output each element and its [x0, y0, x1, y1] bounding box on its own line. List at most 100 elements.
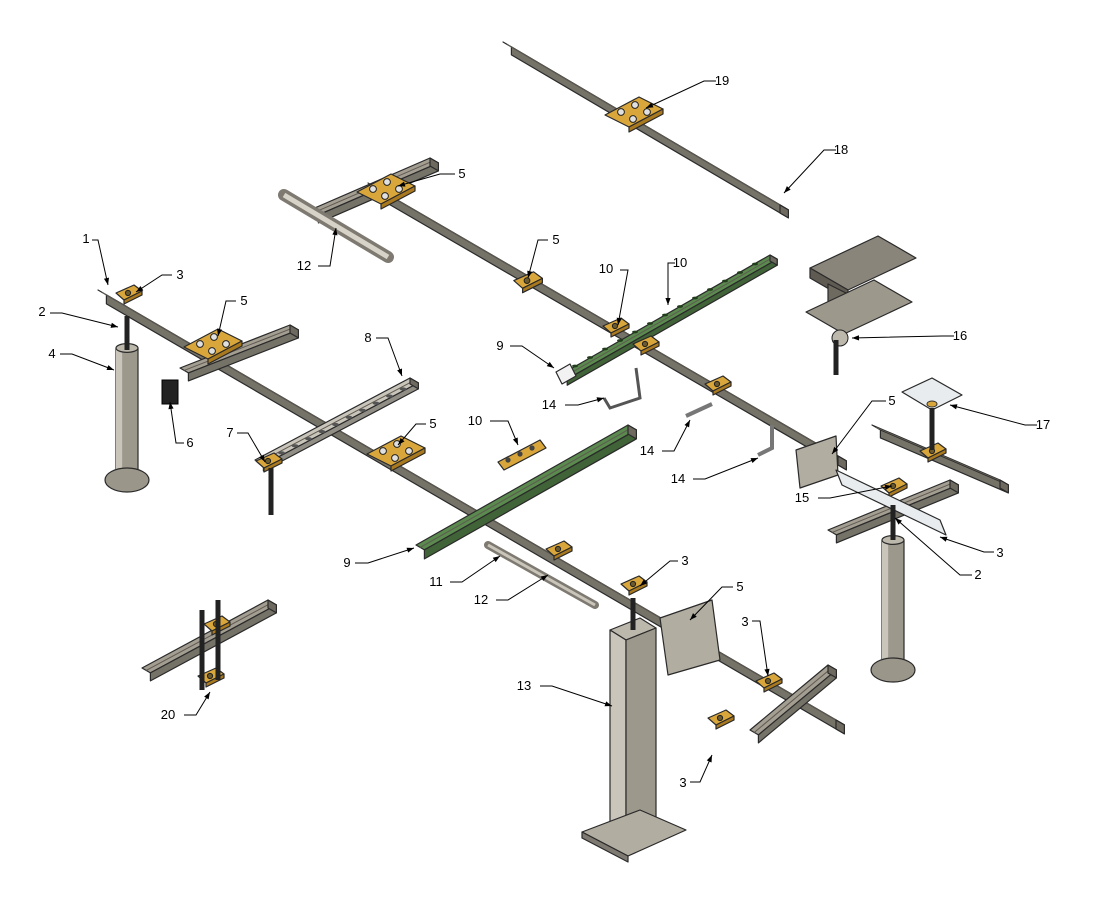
part-20-rod-b	[215, 600, 221, 680]
callout-label: 7	[226, 425, 233, 440]
callout-16: 16	[851, 328, 967, 343]
callout-label: 6	[186, 435, 193, 450]
callout-2: 2	[894, 517, 982, 582]
leader-arrowhead	[832, 446, 839, 454]
leader-line	[50, 312, 119, 328]
leader-arrowhead	[646, 102, 654, 108]
part-13-rod	[630, 598, 636, 630]
leader-arrowhead	[110, 322, 118, 328]
leader-line	[184, 691, 211, 716]
part-12-pipe-highlight	[282, 192, 390, 260]
part-5-joint-plate	[659, 599, 721, 676]
part-clamp-g	[545, 540, 573, 561]
callout-label: 20	[161, 707, 175, 722]
parts-layer	[97, 41, 1010, 863]
callout-19: 19	[645, 73, 729, 109]
callout-5: 5	[397, 416, 437, 446]
leader-line	[667, 262, 675, 305]
callout-10: 10	[599, 261, 629, 326]
part-3-clamp-2	[620, 575, 648, 596]
callout-label: 5	[552, 232, 559, 247]
post-right-base	[870, 657, 916, 683]
callout-label: 10	[468, 413, 482, 428]
callout-label: 15	[795, 490, 809, 505]
leader-line	[92, 239, 109, 286]
green-slot	[617, 339, 623, 342]
part-17-rod	[929, 408, 935, 450]
part-20-rod-a	[199, 610, 205, 690]
leader-arrowhead	[527, 270, 533, 278]
perforation-hole	[291, 444, 299, 448]
callout-1: 1	[82, 231, 110, 286]
part-13-base-edge	[581, 831, 629, 863]
callout-15: 15	[795, 484, 893, 505]
callout-10: 10	[665, 255, 687, 305]
callout-11: 11	[429, 555, 501, 589]
leader-arrowhead	[204, 692, 210, 700]
callout-10: 10	[468, 413, 519, 446]
part-13-base-plate	[581, 809, 687, 857]
callout-5: 5	[831, 393, 896, 455]
leader-line	[135, 274, 172, 293]
leader-arrowhead	[596, 397, 604, 403]
callout-label: 12	[474, 592, 488, 607]
plate-bolt	[505, 457, 511, 463]
leader-line	[376, 337, 403, 377]
leader-line	[894, 517, 972, 576]
leader-line	[818, 485, 893, 499]
leader-arrowhead	[332, 228, 338, 236]
callout-label: 4	[48, 346, 55, 361]
leader-arrowhead	[397, 368, 403, 376]
leader-line	[60, 353, 115, 371]
callout-13: 13	[517, 678, 613, 707]
callout-3: 3	[639, 553, 689, 587]
part-7-rod	[268, 468, 274, 515]
leader-arrowhead	[398, 437, 405, 445]
green-slot	[722, 279, 728, 283]
callout-18: 18	[783, 142, 848, 194]
perforation-hole	[386, 394, 393, 398]
leader-arrowhead	[684, 420, 690, 428]
callout-9: 9	[496, 338, 555, 369]
leader-arrowhead	[512, 437, 518, 445]
part-20-small-rail	[141, 599, 277, 682]
perforation-hole	[305, 437, 312, 441]
leader-arrowhead	[764, 668, 770, 676]
green-slot	[737, 271, 743, 274]
callout-label: 19	[715, 73, 729, 88]
perforation-hole	[372, 401, 380, 405]
callout-17: 17	[949, 404, 1050, 432]
part-17-plate	[901, 377, 963, 411]
part-cross-rail-bottom	[749, 664, 838, 744]
leader-line	[318, 227, 337, 267]
part-5-clamp-a	[183, 328, 243, 365]
callout-5: 5	[689, 579, 744, 621]
leader-arrowhead	[103, 277, 110, 285]
callout-9: 9	[343, 547, 415, 570]
leader-arrowhead	[895, 518, 902, 525]
leader-arrowhead	[940, 536, 948, 542]
callout-label: 14	[542, 397, 556, 412]
part-17-nut	[926, 400, 938, 408]
leader-line	[662, 419, 691, 452]
leader-line	[490, 420, 519, 446]
leader-line	[397, 423, 426, 446]
part-clamp-e	[632, 335, 660, 356]
leader-arrowhead	[259, 454, 265, 462]
part-10-clamp	[602, 317, 630, 338]
callout-label: 13	[517, 678, 531, 693]
callout-5: 5	[217, 293, 248, 337]
part-5-clamp-b	[356, 173, 416, 210]
callout-label: 16	[953, 328, 967, 343]
leader-line	[939, 536, 994, 553]
leader-line	[496, 574, 549, 601]
callout-label: 5	[736, 579, 743, 594]
leader-arrowhead	[706, 755, 712, 763]
leader-line	[237, 432, 266, 463]
callout-8: 8	[364, 330, 403, 377]
green-slot	[677, 305, 683, 308]
part-4-base	[104, 467, 150, 493]
part-19-clamp	[604, 96, 664, 133]
leader-line	[565, 397, 605, 406]
